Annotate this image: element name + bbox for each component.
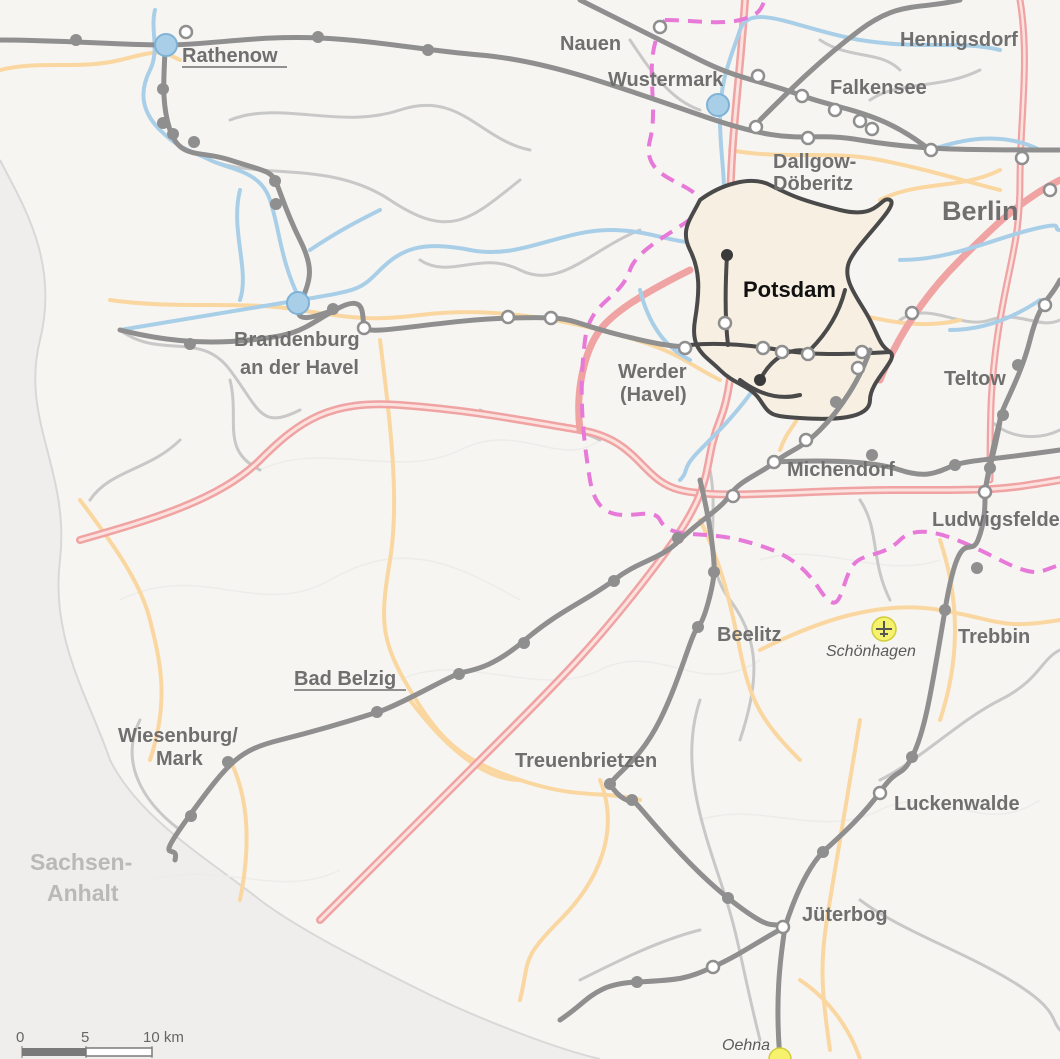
district-border-north — [664, 0, 767, 25]
label-jueterbog: Jüterbog — [802, 904, 888, 926]
scale-label-10: 10 km — [143, 1029, 184, 1046]
label-sachsen-2: Anhalt — [47, 880, 119, 906]
state-border — [0, 159, 601, 1059]
label-schoenhagen: Schönhagen — [826, 643, 916, 660]
outside-region-area — [0, 160, 600, 1059]
stations-open — [178, 19, 1058, 975]
label-oehna: Oehna — [722, 1037, 770, 1054]
label-teltow: Teltow — [944, 368, 1006, 390]
label-wustermark: Wustermark — [608, 69, 724, 91]
label-ludwigsfelde: Ludwigsfelde — [932, 509, 1060, 531]
label-dallgow-1: Dallgow- — [773, 151, 856, 173]
label-trebbin: Trebbin — [958, 626, 1030, 648]
city-wustermark-circle — [706, 93, 730, 117]
label-bad-belzig: Bad Belzig — [294, 668, 396, 690]
label-hennigsdorf: Hennigsdorf — [900, 29, 1018, 51]
airfield-schoenhagen-icon — [871, 616, 897, 642]
label-werder-2: (Havel) — [620, 384, 687, 406]
airfield-oehna-icon — [768, 1047, 792, 1059]
label-falkensee: Falkensee — [830, 77, 927, 99]
stations-filled — [70, 31, 1024, 988]
stations-dark — [721, 249, 766, 386]
label-wiesenburg-2: Mark — [156, 748, 204, 770]
label-werder-1: Werder — [618, 361, 687, 383]
label-brandenburg-1: Brandenburg — [234, 329, 360, 351]
label-treuenbrietzen: Treuenbrietzen — [515, 750, 657, 772]
district-border — [579, 18, 1060, 605]
major-cities — [154, 33, 730, 315]
label-sachsen-1: Sachsen- — [30, 849, 132, 875]
label-potsdam: Potsdam — [743, 277, 836, 302]
label-beelitz: Beelitz — [717, 624, 781, 646]
city-rathenow-circle — [154, 33, 178, 57]
scale-label-5: 5 — [81, 1029, 89, 1046]
label-brandenburg-2: an der Havel — [240, 357, 359, 379]
label-rathenow: Rathenow — [182, 45, 278, 67]
label-wiesenburg-1: Wiesenburg/ — [118, 725, 238, 747]
potsdam-area — [683, 179, 894, 421]
label-berlin: Berlin — [942, 196, 1019, 226]
label-nauen: Nauen — [560, 33, 621, 55]
label-michendorf: Michendorf — [787, 459, 895, 481]
label-luckenwalde: Luckenwalde — [894, 793, 1020, 815]
label-dallgow-2: Döberitz — [773, 173, 853, 195]
scale-label-0: 0 — [16, 1029, 24, 1046]
scale-bar — [21, 1046, 153, 1058]
city-brandenburg-circle — [286, 291, 310, 315]
